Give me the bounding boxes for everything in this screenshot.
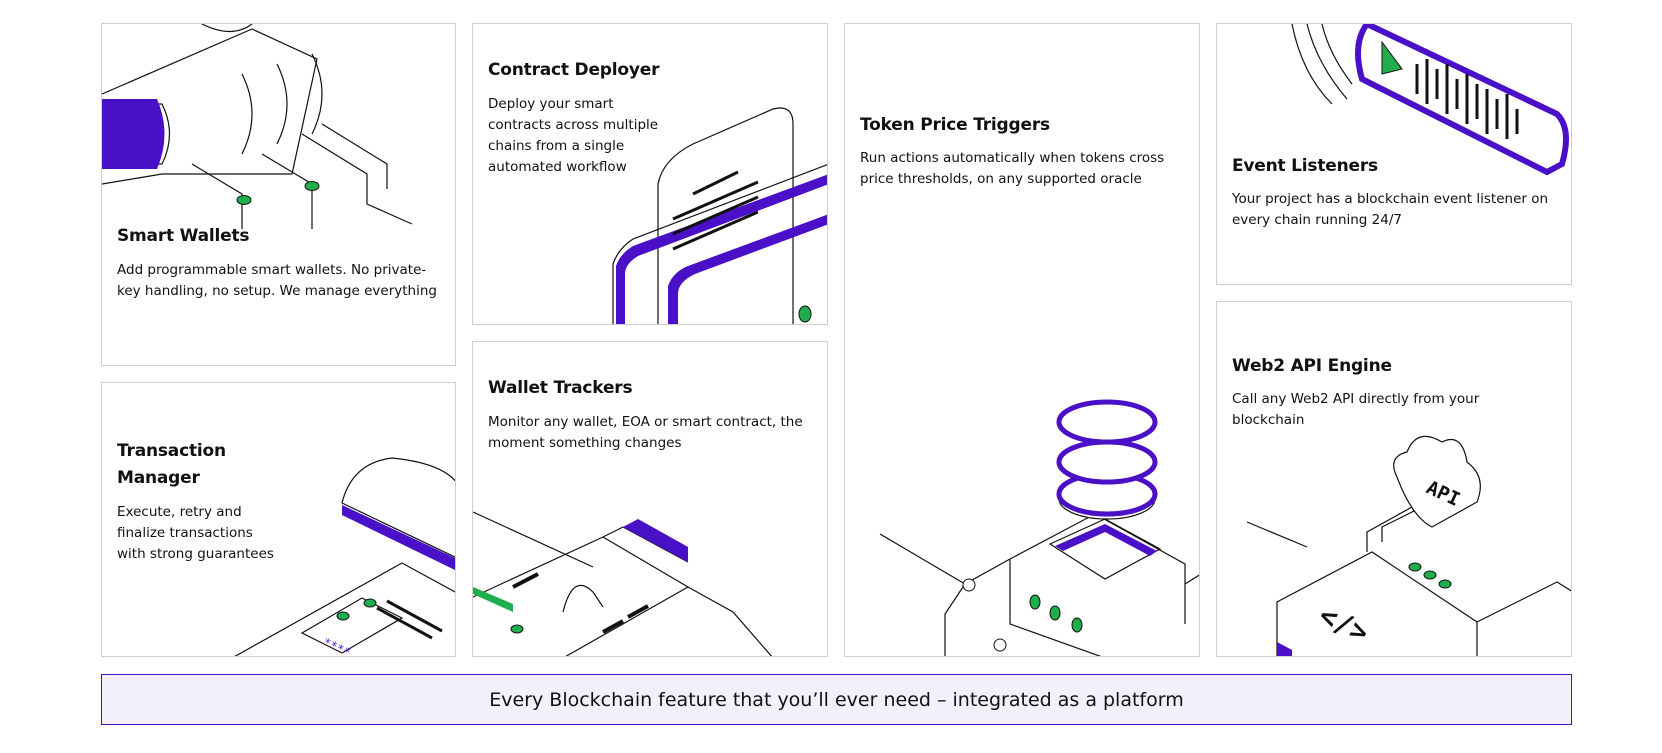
token-stack-illustration (879, 399, 1199, 656)
banner-text: Every Blockchain feature that you’ll eve… (489, 688, 1184, 711)
wallet-tracker-illustration (473, 511, 773, 656)
card-description: Run actions automatically when tokens cr… (860, 150, 1165, 187)
card-transaction-manager[interactable]: **** Transaction Manager Execute, retry … (101, 382, 456, 657)
card-web2-api-engine[interactable]: API </> Web2 API Engine Call any Web2 AP… (1216, 301, 1572, 657)
card-title: Wallet Trackers (488, 378, 633, 398)
card-title: Contract Deployer (488, 60, 660, 80)
svg-text:****: **** (321, 635, 353, 657)
contract-illustration (612, 107, 827, 324)
card-title: Transaction Manager (117, 441, 226, 488)
card-title: Web2 API Engine (1232, 356, 1392, 376)
event-listener-illustration (1291, 24, 1569, 176)
api-cloud-illustration: API </> (1246, 435, 1571, 656)
smart-wallet-illustration (102, 24, 413, 229)
svg-text:</>: </> (1314, 598, 1374, 649)
card-title: Event Listeners (1232, 156, 1378, 176)
card-description: Your project has a blockchain event list… (1232, 191, 1549, 228)
card-description: Add programmable smart wallets. No priva… (117, 262, 437, 299)
transaction-illustration: **** (234, 457, 455, 657)
card-title: Token Price Triggers (860, 115, 1050, 135)
card-description: Monitor any wallet, EOA or smart contrac… (488, 414, 803, 451)
platform-banner: Every Blockchain feature that you’ll eve… (101, 674, 1572, 725)
card-title: Smart Wallets (117, 226, 250, 246)
card-description: Execute, retry and finalize transactions… (117, 504, 274, 562)
card-wallet-trackers[interactable]: Wallet Trackers Monitor any wallet, EOA … (472, 341, 828, 657)
card-token-price-triggers[interactable]: Token Price Triggers Run actions automat… (844, 23, 1200, 657)
card-description: Call any Web2 API directly from your blo… (1232, 391, 1480, 428)
card-smart-wallets[interactable]: Smart Wallets Add programmable smart wal… (101, 23, 456, 366)
card-contract-deployer[interactable]: Contract Deployer Deploy your smart cont… (472, 23, 828, 325)
card-event-listeners[interactable]: Event Listeners Your project has a block… (1216, 23, 1572, 285)
card-description: Deploy your smart contracts across multi… (488, 96, 659, 175)
